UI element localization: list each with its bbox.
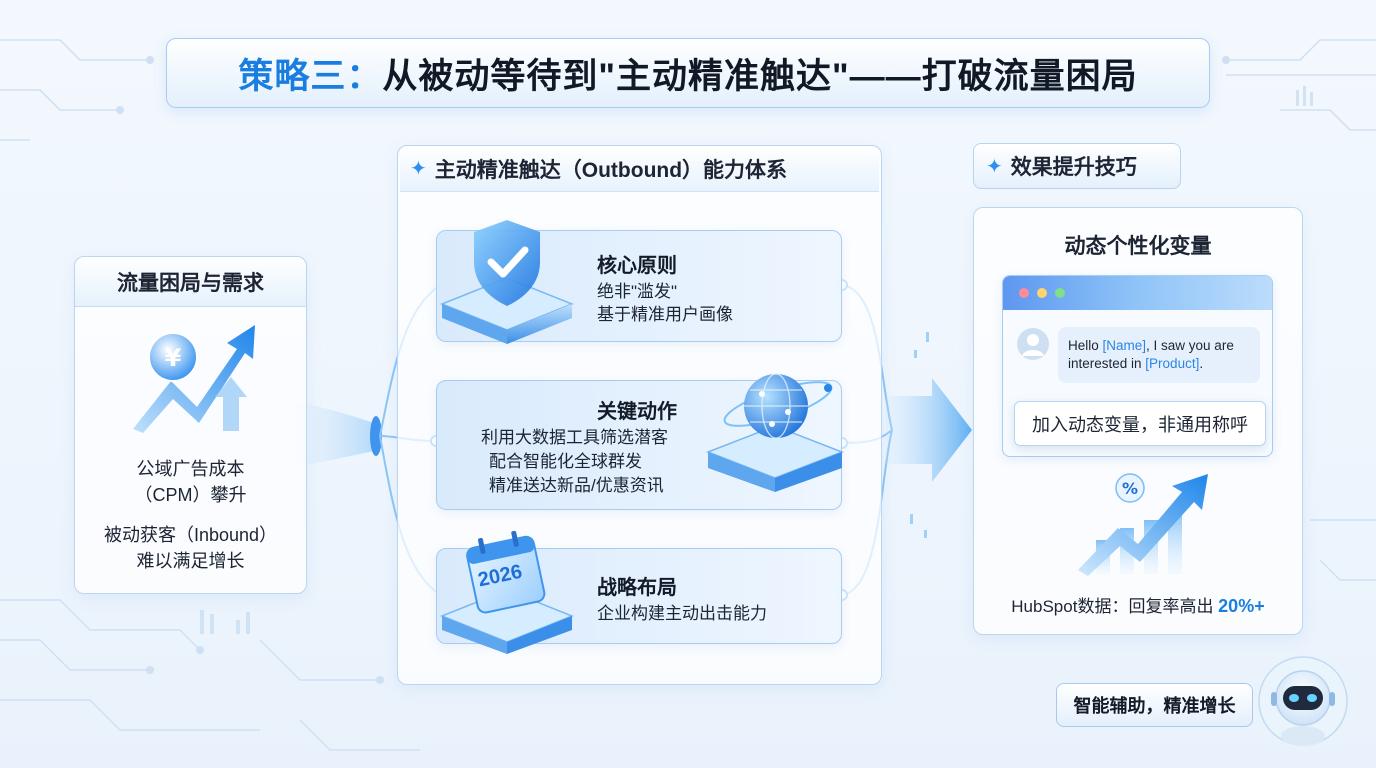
window-title-bar	[1003, 276, 1272, 310]
outbound-capability-heading: 主动精准触达（Outbound）能力体系	[434, 158, 788, 182]
product-variable: [Product]	[1145, 356, 1200, 371]
traffic-dilemma-panel: 流量困局与需求 ¥ 公域广告成本 （CPM）攀升 被动获客（Inbound） 难…	[74, 256, 307, 594]
svg-text:¥: ¥	[165, 344, 182, 372]
hubspot-stat-value: 20%+	[1218, 596, 1265, 616]
dynamic-variable-heading: 动态个性化变量	[1064, 235, 1212, 258]
card-title: 战略布局	[597, 577, 677, 599]
card-line: 精准送达新品/优惠资讯	[489, 476, 664, 495]
message-text: , I saw you are interested in	[1068, 338, 1234, 371]
traffic-dilemma-heading: 流量困局与需求	[75, 257, 306, 307]
left-line-4: 难以满足增长	[136, 551, 245, 571]
title-main: 从被动等待到"主动精准触达"——打破流量困局	[382, 56, 1138, 96]
calendar-icon	[439, 530, 575, 654]
effect-tips-header: ✦ 效果提升技巧	[973, 143, 1181, 189]
personalized-message: Hello [Name], I saw you are interested i…	[1058, 327, 1260, 383]
globe-network-icon	[705, 373, 845, 492]
yen-coin-rising-arrow-icon: ¥	[133, 325, 255, 433]
hubspot-stat-label: HubSpot数据：回复率高出	[1011, 597, 1219, 616]
svg-text:%: %	[1122, 479, 1138, 498]
sparkle-icon: ✦	[410, 158, 427, 180]
card-line: 绝非"滥发"	[597, 282, 678, 301]
robot-icon	[1258, 656, 1348, 746]
effect-tips-heading: 效果提升技巧	[1010, 156, 1137, 179]
card-line: 配合智能化全球群发	[489, 452, 642, 471]
title-banner: 策略三：从被动等待到"主动精准触达"——打破流量困局	[166, 38, 1210, 108]
smart-assist-label: 智能辅助，精准增长	[1056, 683, 1253, 727]
card-line: 利用大数据工具筛选潜客	[481, 428, 668, 447]
email-preview-window: Hello [Name], I saw you are interested i…	[1002, 275, 1273, 457]
card-line: 企业构建主动出击能力	[597, 604, 767, 623]
message-text: .	[1199, 356, 1204, 371]
left-line-3: 被动获客（Inbound）	[103, 525, 278, 545]
page-title: 策略三：从被动等待到"主动精准触达"——打破流量困局	[238, 48, 1137, 99]
message-text: Hello	[1068, 338, 1103, 353]
left-line-2: （CPM）攀升	[134, 485, 247, 505]
name-variable: [Name]	[1102, 338, 1147, 353]
percent-growth-arrow-icon: %	[1078, 473, 1208, 576]
window-dot-yellow	[1037, 288, 1047, 298]
dynamic-variable-tag: 加入动态变量，非通用称呼	[1014, 401, 1266, 446]
shield-check-icon	[439, 220, 575, 344]
user-avatar-icon	[1017, 328, 1049, 360]
title-prefix: 策略三：	[238, 56, 383, 96]
window-dot-green	[1055, 288, 1065, 298]
window-dot-red	[1019, 288, 1029, 298]
card-title: 核心原则	[597, 255, 677, 277]
sparkle-icon: ✦	[986, 155, 1003, 178]
outbound-capability-header: ✦ 主动精准触达（Outbound）能力体系	[400, 146, 879, 192]
left-line-1: 公域广告成本	[136, 459, 245, 479]
card-line: 基于精准用户画像	[597, 305, 733, 324]
hubspot-stat: HubSpot数据：回复率高出 20%+	[974, 592, 1302, 617]
card-title: 关键动作	[597, 401, 677, 423]
